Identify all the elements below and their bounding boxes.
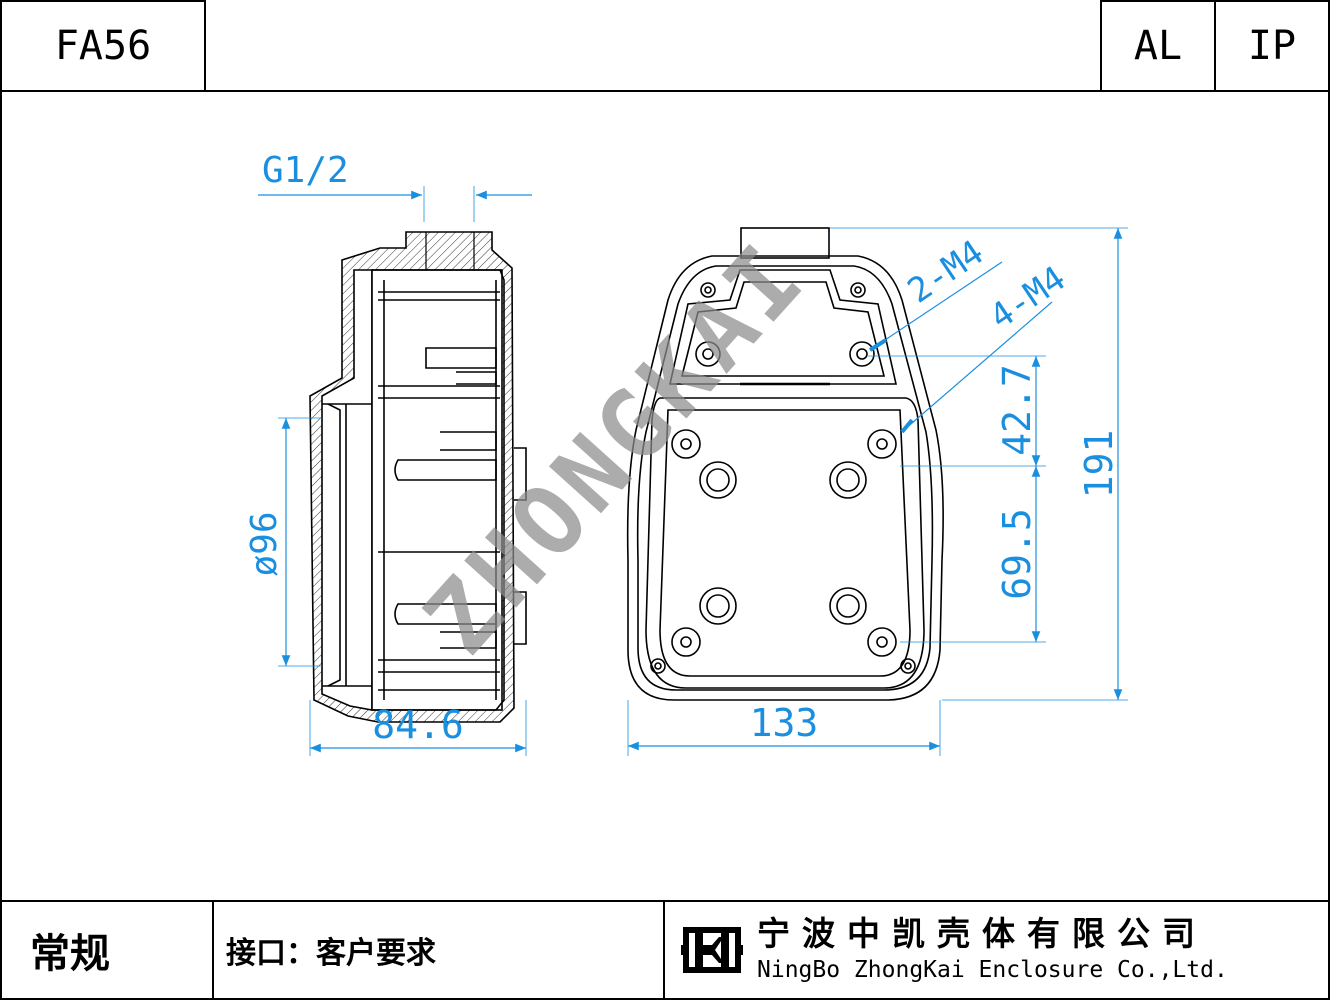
depth-label: 84.6: [372, 703, 464, 747]
type-cell: 常规: [0, 900, 214, 1000]
rating-cell: IP: [1214, 0, 1330, 92]
width-label: 133: [750, 701, 819, 745]
company-cell: 宁波中凯壳体有限公司 NingBo ZhongKai Enclosure Co.…: [663, 900, 1330, 1000]
holes-b-label: 4-M4: [983, 259, 1073, 338]
note-cell: 接口：客户要求: [212, 900, 665, 1000]
side-view: [309, 231, 527, 723]
upper-spacing-label: 42.7: [995, 364, 1039, 456]
company-name: 宁波中凯壳体有限公司 NingBo ZhongKai Enclosure Co.…: [757, 914, 1228, 986]
type-label: 常规: [30, 931, 110, 977]
interface-note: 接口：客户要求: [226, 936, 436, 971]
company-name-en: NingBo ZhongKai Enclosure Co.,Ltd.: [757, 957, 1228, 983]
ip-rating: IP: [1247, 23, 1297, 69]
height-label: 191: [1077, 430, 1121, 499]
diameter-label: ø96: [244, 511, 285, 576]
company-name-cn: 宁波中凯壳体有限公司: [757, 914, 1207, 953]
thread-label: G1/2: [262, 150, 349, 191]
model-cell: FA56: [0, 0, 206, 92]
material-code: AL: [1133, 23, 1183, 69]
front-view: [626, 227, 944, 701]
lower-spacing-label: 69.5: [995, 508, 1039, 600]
model-code: FA56: [54, 23, 152, 69]
company-logo-icon: [681, 927, 743, 973]
